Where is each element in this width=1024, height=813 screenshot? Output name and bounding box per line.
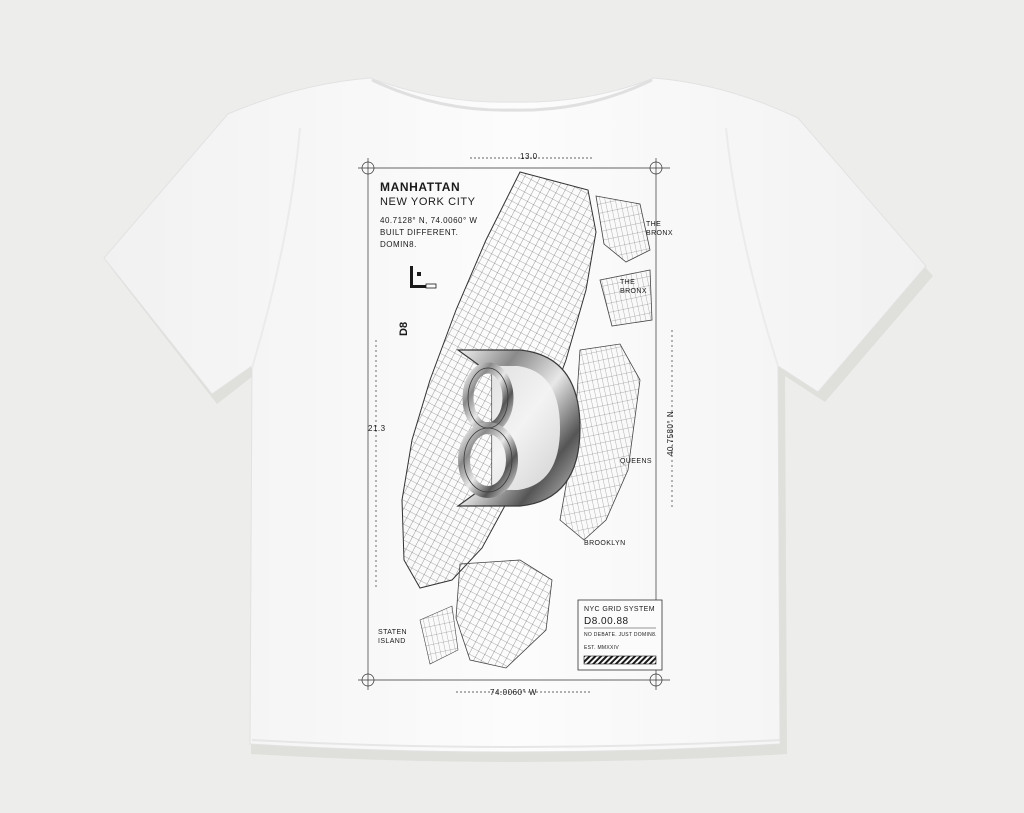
- print-title: MANHATTAN: [380, 180, 461, 194]
- tshirt-collar: [371, 78, 653, 112]
- label-brooklyn: BROOKLYN: [584, 540, 626, 547]
- blueprint-frame: [358, 157, 673, 693]
- label-staten-island: STATEN ISLAND: [378, 629, 407, 645]
- dim-right: 40.7580° N: [666, 410, 675, 456]
- info-line-3: NO DEBATE. JUST DOMIN8.: [584, 632, 657, 638]
- info-line-2: D8.00.88: [584, 616, 629, 627]
- hatch-bar: [583, 655, 657, 665]
- label-the-bronx-2: THE BRONX: [620, 279, 647, 295]
- label-the-bronx-1: THE BRONX: [646, 221, 673, 237]
- print-subtitle: NEW YORK CITY: [380, 196, 476, 208]
- bronx-map: [595, 195, 651, 263]
- print-coords: 40.7128° N, 74.0060° W: [380, 216, 478, 225]
- print-brand: DOMIN8.: [380, 240, 417, 249]
- label-queens: QUEENS: [620, 458, 652, 465]
- dim-left: 21.3: [368, 424, 386, 433]
- dim-top: 13.0: [520, 152, 538, 161]
- grid-logo-mark: [410, 266, 437, 289]
- brooklyn-map: [455, 559, 553, 669]
- print-tagline: BUILT DIFFERENT.: [380, 228, 459, 237]
- info-line-1: NYC GRID SYSTEM: [584, 606, 655, 613]
- chrome-monogram-d8: [456, 349, 581, 507]
- side-code: D8: [398, 321, 410, 336]
- info-line-4: EST. MMXXIV: [584, 645, 619, 651]
- dim-bottom: 74.0060° W: [490, 688, 537, 697]
